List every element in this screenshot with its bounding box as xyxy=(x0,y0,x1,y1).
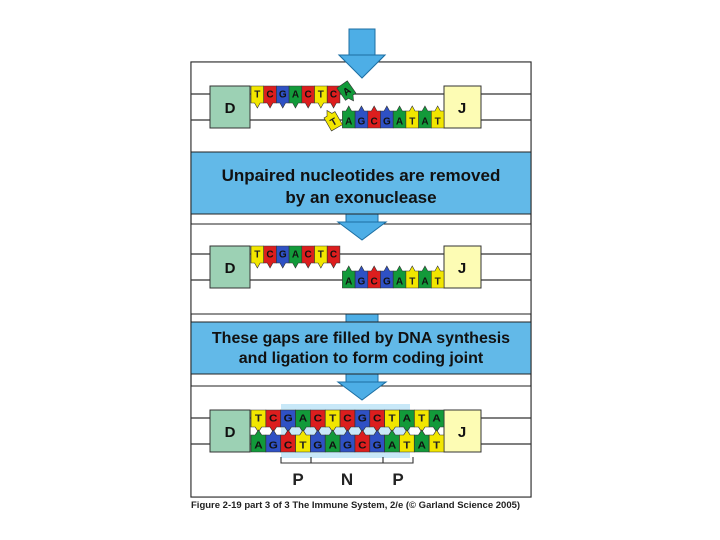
svg-text:A: A xyxy=(421,117,428,128)
svg-text:C: C xyxy=(343,413,352,424)
svg-text:G: G xyxy=(358,277,366,288)
panel3-d-label: D xyxy=(225,424,236,441)
svg-text:C: C xyxy=(371,117,378,128)
svg-text:T: T xyxy=(318,90,324,101)
svg-text:T: T xyxy=(418,413,426,424)
svg-text:A: A xyxy=(292,250,299,261)
arrow-top-head xyxy=(337,54,387,79)
svg-text:A: A xyxy=(388,440,397,451)
banner-1: Unpaired nucleotides are removed by an e… xyxy=(190,151,532,215)
svg-text:A: A xyxy=(345,277,352,288)
svg-text:A: A xyxy=(292,90,299,101)
panel1-j-segment xyxy=(443,85,482,129)
svg-text:C: C xyxy=(373,413,382,424)
panel3-bottom-col: T xyxy=(428,429,445,453)
panel1-top-flap-base: A xyxy=(336,80,357,102)
panel1-top-flap: A xyxy=(336,80,357,102)
svg-text:G: G xyxy=(313,440,322,451)
svg-text:G: G xyxy=(279,90,287,101)
panel1-bottom-base: T xyxy=(431,105,445,129)
panel3-d-segment xyxy=(209,409,251,453)
svg-text:T: T xyxy=(435,277,441,288)
panel1-d-label: D xyxy=(225,100,236,117)
svg-text:C: C xyxy=(371,277,378,288)
svg-text:G: G xyxy=(343,440,352,451)
panel3-bottom-base: T xyxy=(428,429,445,453)
panel3-j-label: J xyxy=(458,424,466,441)
svg-text:A: A xyxy=(396,277,403,288)
svg-text:C: C xyxy=(284,440,293,451)
svg-text:G: G xyxy=(279,250,287,261)
svg-text:A: A xyxy=(254,440,263,451)
banner1-line1: Unpaired nucleotides are removed xyxy=(222,166,501,185)
panel1-d-segment xyxy=(209,85,251,129)
svg-text:C: C xyxy=(266,250,273,261)
panel3-bracket-label: P xyxy=(392,470,403,489)
svg-text:A: A xyxy=(396,117,403,128)
panel2-bottom-base: T xyxy=(431,265,445,289)
svg-text:C: C xyxy=(330,250,337,261)
svg-text:G: G xyxy=(383,117,391,128)
svg-text:T: T xyxy=(254,250,260,261)
panel3-j-segment xyxy=(443,409,482,453)
svg-text:T: T xyxy=(299,440,307,451)
svg-text:T: T xyxy=(433,440,441,451)
svg-text:A: A xyxy=(299,413,308,424)
svg-text:A: A xyxy=(432,413,441,424)
svg-text:T: T xyxy=(435,117,441,128)
svg-text:A: A xyxy=(403,413,412,424)
panel2-d-segment xyxy=(209,245,251,289)
svg-text:C: C xyxy=(305,250,312,261)
figure-caption: Figure 2-19 part 3 of 3 The Immune Syste… xyxy=(191,500,521,511)
panel3-bracket-label: N xyxy=(341,470,353,489)
svg-text:G: G xyxy=(358,413,367,424)
svg-text:G: G xyxy=(373,440,382,451)
banner2-line2: and ligation to form coding joint xyxy=(239,350,484,367)
panel1-bottom-flap-base: T xyxy=(323,109,343,132)
banner2-line1: These gaps are filled by DNA synthesis xyxy=(212,330,510,347)
panel2-j-segment xyxy=(443,245,482,289)
svg-text:T: T xyxy=(388,413,396,424)
svg-text:C: C xyxy=(330,90,337,101)
panel3-bracket-label: P xyxy=(292,470,303,489)
svg-text:G: G xyxy=(284,413,293,424)
svg-text:T: T xyxy=(403,440,411,451)
svg-text:T: T xyxy=(254,90,260,101)
panel3-top-col: A xyxy=(428,409,445,433)
svg-text:A: A xyxy=(421,277,428,288)
svg-text:A: A xyxy=(345,117,352,128)
svg-text:G: G xyxy=(383,277,391,288)
svg-text:G: G xyxy=(269,440,278,451)
banner-2: These gaps are filled by DNA synthesis a… xyxy=(190,321,532,375)
svg-text:G: G xyxy=(358,117,366,128)
svg-text:C: C xyxy=(269,413,278,424)
panel2-j-label: J xyxy=(458,260,466,277)
panel1-bottom-flap: T xyxy=(323,109,343,132)
svg-text:C: C xyxy=(358,440,367,451)
svg-text:A: A xyxy=(328,440,337,451)
arrow-2-head xyxy=(336,221,388,241)
svg-text:T: T xyxy=(409,277,415,288)
svg-text:T: T xyxy=(409,117,415,128)
svg-text:T: T xyxy=(318,250,324,261)
svg-text:T: T xyxy=(255,413,263,424)
panel3-bracket xyxy=(382,457,414,464)
panel2-d-label: D xyxy=(225,260,236,277)
arrow-4-head xyxy=(336,381,388,401)
svg-text:A: A xyxy=(418,440,427,451)
banner1-line2: by an exonuclease xyxy=(285,188,436,207)
svg-text:C: C xyxy=(266,90,273,101)
panel3-top-base: A xyxy=(428,409,445,433)
panel1-j-label: J xyxy=(458,100,466,117)
panel2-top-base: C xyxy=(326,245,341,269)
svg-text:C: C xyxy=(314,413,323,424)
svg-text:C: C xyxy=(305,90,312,101)
svg-text:T: T xyxy=(329,413,337,424)
svg-text:T: T xyxy=(329,116,340,129)
